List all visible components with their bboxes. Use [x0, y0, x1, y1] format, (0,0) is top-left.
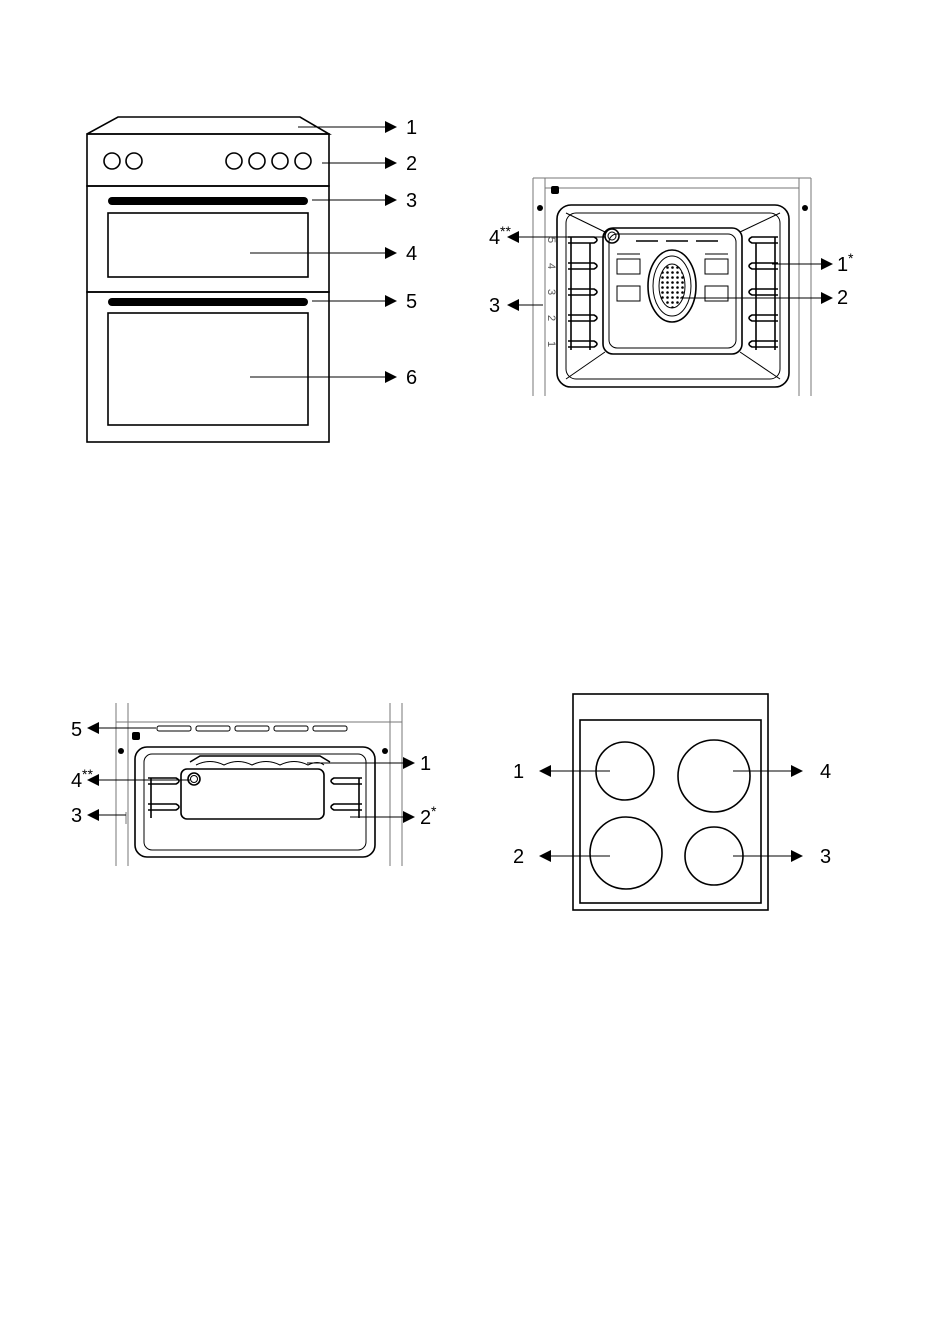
shelf-number: 4: [545, 263, 557, 269]
trim-slot: [235, 726, 269, 731]
shelf-number: 1: [545, 341, 557, 347]
label-4: 4: [71, 770, 82, 792]
cooker-lid: [87, 117, 329, 134]
vent-box: [617, 259, 640, 274]
top-oven-interior-diagram: 5 1 4 ** 3 2 *: [71, 703, 437, 866]
hob-zone-2: [590, 817, 662, 889]
vent-box: [705, 286, 728, 301]
oven-lamp-switch: [132, 732, 140, 740]
label-1: 1: [420, 753, 431, 775]
label-4: 4: [820, 761, 831, 783]
runner: [331, 804, 362, 810]
vent-box: [617, 286, 640, 301]
control-knob: [126, 153, 142, 169]
left-shelf-runners: [568, 237, 597, 350]
runner: [749, 289, 778, 295]
label-3: 3: [406, 190, 417, 212]
label-2: 2: [837, 287, 848, 309]
control-knob: [104, 153, 120, 169]
trim-slot: [196, 726, 230, 731]
hob-diagram: 1 4 2 3: [513, 694, 831, 910]
label-4-superscript: **: [82, 766, 93, 782]
back-panel: [181, 769, 324, 819]
runner: [749, 237, 778, 243]
label-1-superscript: *: [848, 250, 854, 266]
label-2: 2: [420, 807, 431, 829]
control-knob: [295, 153, 311, 169]
runner: [568, 237, 597, 243]
top-oven-handle: [108, 197, 308, 205]
label-4: 4: [406, 243, 417, 265]
main-oven-door: [87, 292, 329, 442]
top-oven-window: [108, 213, 308, 277]
label-4: 4: [489, 227, 500, 249]
runner: [148, 778, 179, 784]
label-6: 6: [406, 367, 417, 389]
label-2-superscript: *: [431, 803, 437, 819]
trim-slot: [313, 726, 347, 731]
cavity-corner: [740, 213, 780, 232]
cavity-corner: [740, 352, 780, 379]
runner: [148, 804, 179, 810]
label-1: 1: [406, 117, 417, 139]
label-1: 1: [837, 254, 848, 276]
trim-slot: [157, 726, 191, 731]
label-3: 3: [489, 295, 500, 317]
runner: [568, 289, 597, 295]
oven-lamp-switch: [551, 186, 559, 194]
label-5: 5: [406, 291, 417, 313]
runner: [749, 315, 778, 321]
shelf-number: 5: [545, 237, 557, 243]
label-2: 2: [406, 153, 417, 175]
main-oven-interior-diagram: 5 4 3 2 1 4 ** 1 * 2 3: [489, 178, 854, 396]
runner: [331, 778, 362, 784]
runner: [568, 263, 597, 269]
fan-mesh: [659, 264, 685, 308]
screw: [118, 748, 124, 754]
right-shelf-runners: [749, 237, 778, 350]
runner: [749, 341, 778, 347]
oven-lamp-inner: [191, 776, 198, 783]
cavity-corner: [566, 213, 605, 232]
control-panel: [87, 134, 329, 186]
label-3: 3: [820, 846, 831, 868]
hob-zone-4: [678, 740, 750, 812]
cavity-corner: [566, 352, 605, 379]
control-knob: [249, 153, 265, 169]
cooker-front-diagram: 1 2 3 4 5 6: [87, 117, 417, 442]
grill-element-coil: [196, 762, 324, 766]
screw: [802, 205, 808, 211]
control-knob: [272, 153, 288, 169]
oven-lamp: [188, 773, 200, 785]
runner: [568, 341, 597, 347]
runner: [568, 315, 597, 321]
control-knob: [226, 153, 242, 169]
trim-slot: [274, 726, 308, 731]
label-3: 3: [71, 805, 82, 827]
shelf-number: 3: [545, 289, 557, 295]
screw: [382, 748, 388, 754]
screw: [537, 205, 543, 211]
label-1: 1: [513, 761, 524, 783]
main-oven-window: [108, 313, 308, 425]
main-oven-handle: [108, 298, 308, 306]
label-4-superscript: **: [500, 223, 511, 239]
shelf-number: 2: [545, 315, 557, 321]
label-5: 5: [71, 719, 82, 741]
label-2: 2: [513, 846, 524, 868]
vent-box: [705, 259, 728, 274]
